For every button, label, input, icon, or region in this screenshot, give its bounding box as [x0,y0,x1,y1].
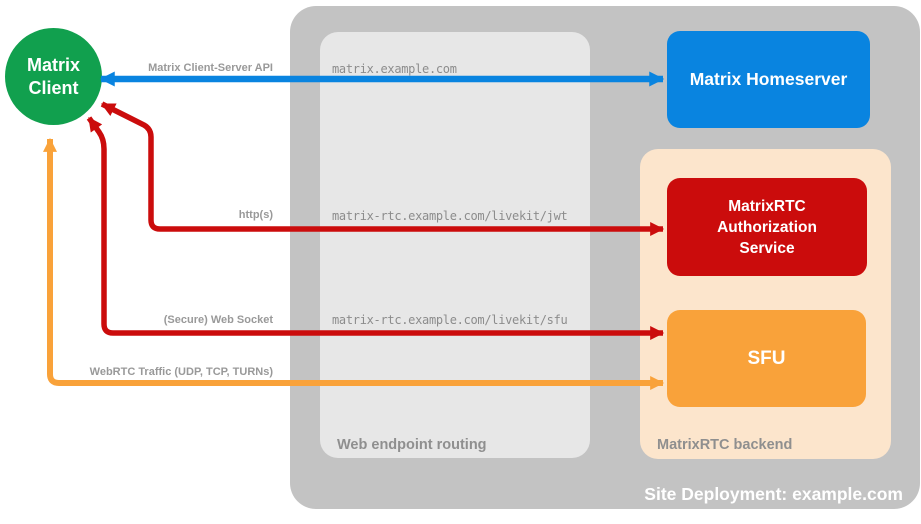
secure-web-socket-arrow-label: (Secure) Web Socket [163,314,273,326]
web-endpoint-routing-container [320,32,590,458]
auth-label-line2: Authorization [717,218,817,236]
auth-label-line3: Service [739,239,795,257]
matrix-client-node: Matrix Client [5,28,102,125]
matrix-homeserver-node: Matrix Homeserver [667,31,870,128]
web-endpoint-routing-label: Web endpoint routing [337,437,487,453]
endpoint-livekit-jwt: matrix-rtc.example.com/livekit/jwt [332,209,568,223]
client-server-api-arrow-label: Matrix Client-Server API [148,62,273,74]
matrixrtc-authorization-service-node: MatrixRTC Authorization Service [667,178,867,276]
matrix-client-label-line2: Client [28,77,79,98]
endpoint-livekit-sfu: matrix-rtc.example.com/livekit/sfu [332,313,568,327]
matrix-client-label-line1: Matrix [26,54,80,75]
endpoint-matrix-domain: matrix.example.com [332,62,457,76]
sfu-label: SFU [747,347,786,369]
webrtc-traffic-arrow-label: WebRTC Traffic (UDP, TCP, TURNs) [89,366,273,378]
https-arrow-label: http(s) [238,209,273,221]
matrix-homeserver-label: Matrix Homeserver [689,69,848,89]
auth-label-line1: MatrixRTC [728,197,806,215]
site-deployment-label: Site Deployment: example.com [644,484,903,504]
matrixrtc-backend-label: MatrixRTC backend [657,437,793,453]
sfu-node: SFU [667,310,866,407]
